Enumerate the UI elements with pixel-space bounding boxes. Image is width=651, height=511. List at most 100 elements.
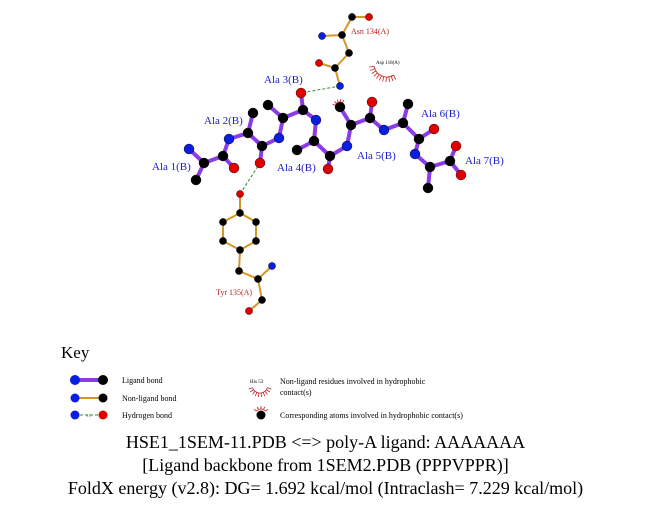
carbon-atom: [308, 135, 320, 147]
residue-label-asp118: Asp 118(A): [376, 61, 400, 66]
key-nitrogen-atom: [70, 393, 80, 403]
ligand-label-ala2: Ala 2(B): [204, 115, 243, 127]
key-hydrogen-bond-label: Hydrogen bond: [122, 411, 172, 420]
carbon-atom: [256, 140, 268, 152]
hydrophobic-spoke: [250, 389, 254, 393]
caption-line-2: [Ligand backbone from 1SEM2.PDB (PPPVPPR…: [142, 455, 509, 475]
hydrophobic-spoke: [260, 392, 263, 397]
carbon-atom: [348, 13, 356, 21]
oxygen-atom: [365, 13, 373, 21]
carbon-atom: [364, 112, 376, 124]
nitrogen-atom: [183, 143, 195, 155]
oxygen-atom: [295, 87, 307, 99]
nitrogen-atom: [341, 140, 353, 152]
hydrophobic-arc: [334, 101, 343, 106]
ala5-hydrophobic-atom-icon: [332, 98, 345, 106]
ligand-label-ala7: Ala 7(B): [465, 155, 504, 167]
key-hydrophobic-example: His 53: [250, 380, 264, 385]
oxygen-atom: [450, 140, 462, 152]
carbon-atom: [402, 98, 414, 110]
hydrophobic-spoke: [262, 392, 266, 397]
nitrogen-atom: [318, 32, 326, 40]
carbon-atom: [413, 133, 425, 145]
hydrophobic-spoke: [252, 390, 256, 395]
carbon-atom: [219, 218, 227, 226]
carbon-atom: [324, 150, 336, 162]
carbon-atom: [252, 237, 260, 245]
ligand-label-ala5: Ala 5(B): [357, 150, 396, 162]
hydrophobic-spoke: [265, 408, 269, 412]
oxygen-atom: [322, 163, 334, 175]
hydrophobic-spoke: [373, 72, 378, 77]
carbon-atom: [258, 296, 266, 304]
ligand-label-ala6: Ala 6(B): [421, 108, 460, 120]
hydrophobic-spoke: [253, 408, 257, 412]
ligand-label-ala3: Ala 3(B): [264, 74, 303, 86]
carbon-atom: [291, 144, 303, 156]
key-hydrophobic-atom-spokes-icon: [253, 406, 269, 412]
carbon-atom: [219, 237, 227, 245]
hydrophobic-spoke: [390, 76, 394, 82]
residue-label-asn134: Asn 134(A): [351, 27, 389, 36]
hydrophobic-spoke: [379, 75, 382, 81]
key-carbon-atom: [98, 393, 108, 403]
oxygen-atom: [245, 307, 253, 315]
carbon-atom: [397, 117, 409, 129]
key-carbon-atom: [98, 375, 108, 385]
hydrophobic-spoke: [267, 387, 272, 390]
nitrogen-atom: [409, 148, 421, 160]
hydrogen-bond: [239, 162, 261, 195]
hydrophobic-spoke: [257, 392, 260, 397]
key-nitrogen-atom: [70, 410, 80, 420]
hydrophobic-spoke: [334, 101, 337, 104]
hydrophobic-spoke: [332, 103, 336, 106]
carbon-atom: [236, 246, 244, 254]
residue-label-tyr135: Tyr 135(A): [216, 288, 252, 297]
hydrophobic-spoke: [264, 390, 268, 395]
key-ligand-bond-label: Ligand bond: [122, 376, 163, 385]
asp118-hydrophobic-contact-icon: [369, 65, 397, 82]
hydrophobic-spoke: [336, 99, 339, 103]
nitrogen-atom: [378, 124, 390, 136]
nitrogen-atom: [273, 132, 285, 144]
oxygen-atom: [315, 59, 323, 67]
oxygen-atom: [228, 162, 240, 174]
hydrophobic-spoke: [263, 406, 266, 410]
carbon-atom: [236, 209, 244, 217]
carbon-atom: [190, 174, 202, 186]
hydrophobic-spoke: [248, 387, 253, 390]
hydrogen-bond: [300, 85, 341, 94]
carbon-atom: [277, 112, 289, 124]
key-non-ligand-bond-label: Non-ligand bond: [122, 394, 176, 403]
carbon-atom: [254, 275, 262, 283]
key-hydrophobic-atom-icon: [256, 410, 266, 420]
oxygen-atom: [236, 190, 244, 198]
carbon-atom: [198, 157, 210, 169]
nitrogen-atom: [223, 133, 235, 145]
key-oxygen-atom: [98, 410, 108, 420]
nitrogen-atom: [336, 82, 344, 90]
caption-line-3: FoldX energy (v2.8): DG= 1.692 kcal/mol …: [67, 478, 584, 498]
hydrophobic-spoke: [266, 389, 270, 393]
carbon-atom: [247, 107, 259, 119]
carbon-atom: [424, 161, 436, 173]
oxygen-atom: [366, 96, 378, 108]
nitrogen-atom: [268, 262, 276, 270]
carbon-atom: [345, 119, 357, 131]
oxygen-atom: [455, 169, 467, 181]
carbon-atom: [338, 31, 346, 39]
hydrophobic-spoke: [376, 74, 380, 79]
oxygen-atom: [428, 123, 440, 135]
key-hydrophobic-atoms-label: Corresponding atoms involved in hydropho…: [280, 411, 463, 420]
carbon-atom: [252, 218, 260, 226]
carbon-atom: [422, 182, 434, 194]
key-nitrogen-atom: [70, 375, 80, 385]
hydrophobic-spoke: [382, 76, 385, 82]
carbon-atom: [217, 150, 229, 162]
carbon-atom: [331, 64, 339, 72]
key-title: Key: [61, 343, 90, 362]
caption-line-1: HSE1_1SEM-11.PDB <=> poly-A ligand: AAAA…: [125, 432, 526, 452]
oxygen-atom: [254, 157, 266, 169]
ligand-label-ala1: Ala 1(B): [152, 161, 191, 173]
